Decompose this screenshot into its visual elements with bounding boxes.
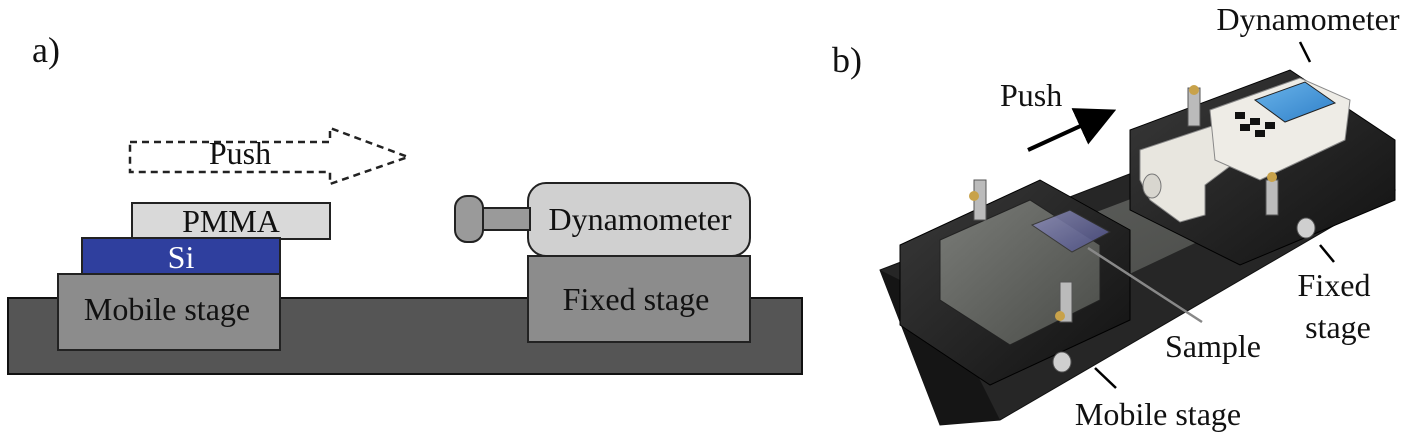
clamp-posts bbox=[969, 85, 1316, 373]
fixed-stage-leader-line bbox=[1319, 244, 1335, 263]
mobile-stage-label: Mobile stage bbox=[84, 291, 250, 327]
fixed-stage-label: Fixed stage bbox=[563, 281, 710, 317]
panel-b-label: b) bbox=[832, 40, 862, 80]
mobile-stage-leader-line bbox=[1094, 367, 1117, 389]
panel-a: a) Push PMMA Si Mobile stage Fixed stage… bbox=[7, 30, 803, 375]
dynamometer-screen bbox=[1253, 81, 1337, 123]
fixed-stage-label-b-2: stage bbox=[1305, 309, 1371, 345]
dynamometer-leader-line bbox=[1298, 41, 1312, 63]
sample-glass bbox=[1030, 209, 1112, 253]
plunger-rod bbox=[479, 207, 531, 231]
pmma-label: PMMA bbox=[182, 203, 280, 239]
panel-a-label: a) bbox=[32, 30, 60, 70]
push-arrow-icon bbox=[128, 126, 412, 186]
fixed-stage-label-b-1: Fixed bbox=[1298, 267, 1371, 303]
pmma-layer bbox=[131, 202, 331, 240]
plunger-tip bbox=[454, 195, 484, 243]
mobile-stage-label-b: Mobile stage bbox=[1075, 396, 1241, 432]
push-label: Push bbox=[209, 135, 271, 171]
panel-b: b) bbox=[832, 1, 1400, 432]
sample-label: Sample bbox=[1165, 328, 1261, 364]
dynamometer-device bbox=[1139, 77, 1351, 223]
push-label-b: Push bbox=[1000, 77, 1062, 113]
dynamometer-label-b: Dynamometer bbox=[1216, 1, 1399, 37]
push-arrow-b-icon bbox=[1027, 108, 1117, 152]
dynamometer-label: Dynamometer bbox=[548, 201, 731, 237]
mobile-stage-block bbox=[57, 273, 281, 351]
sample-leader-line bbox=[1087, 246, 1203, 324]
si-label: Si bbox=[168, 239, 195, 275]
